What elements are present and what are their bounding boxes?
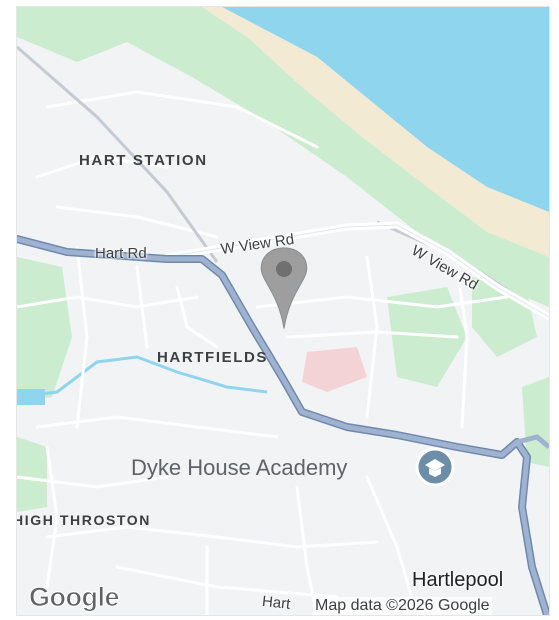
map-viewport[interactable]: HART STATION HARTFIELDS HIGH THROSTON Ha… — [16, 6, 550, 616]
park-north — [17, 7, 127, 62]
park-east — [387, 287, 467, 387]
area-label-hart-station: HART STATION — [79, 152, 208, 169]
hospital-area — [302, 347, 367, 392]
google-logo: Google — [29, 582, 121, 613]
location-pin-icon[interactable] — [260, 247, 308, 329]
road-label-hart: Hart — [261, 593, 292, 613]
park-coast — [77, 7, 549, 307]
road-label-hart-rd: Hart Rd — [95, 245, 147, 262]
town-label-hartlepool: Hartlepool — [412, 569, 504, 591]
beach-area — [202, 7, 549, 257]
poi-label-dyke-house-academy[interactable]: Dyke House Academy — [131, 455, 348, 480]
railway — [17, 45, 219, 263]
park-southwest — [17, 437, 47, 512]
map-canvas — [17, 7, 549, 615]
sea-area — [222, 7, 549, 212]
school-icon[interactable] — [415, 447, 455, 487]
map-attribution[interactable]: Map data ©2026 Google — [313, 597, 492, 615]
stream — [17, 355, 268, 399]
area-label-high-throston: HIGH THROSTON — [16, 512, 151, 528]
area-label-hartfields: HARTFIELDS — [157, 349, 268, 366]
park-west — [17, 257, 72, 402]
